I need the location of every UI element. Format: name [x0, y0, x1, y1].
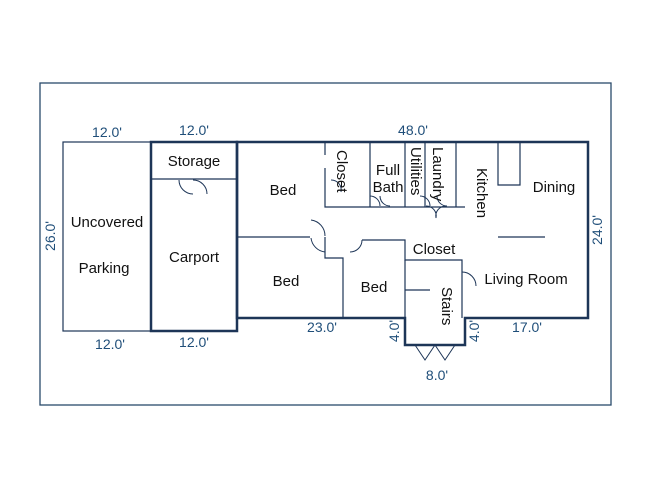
dim-bottom-left: 23.0'	[307, 319, 337, 335]
dim-carport-bottom: 12.0'	[179, 334, 209, 350]
storage-door-icon	[178, 179, 208, 195]
dim-parking-top: 12.0'	[92, 124, 122, 140]
room-label-closet-vertical: Closet	[333, 150, 350, 193]
living-door-icon	[461, 271, 477, 287]
plan-frame	[39, 82, 612, 406]
stairs-walls	[404, 260, 430, 318]
room-label-full: Full	[376, 162, 400, 179]
bedroom-walls	[237, 236, 344, 318]
dim-house-top: 48.0'	[398, 122, 428, 138]
room-label-stairs: Stairs	[438, 287, 455, 325]
dim-stair-right: 4.0'	[466, 320, 482, 342]
dim-stair-bottom: 8.0'	[426, 367, 448, 383]
dim-bottom-right: 17.0'	[512, 319, 542, 335]
room-label-carport: Carport	[169, 249, 220, 266]
room-label-bed-mid: Bed	[361, 279, 388, 296]
room-label-kitchen: Kitchen	[473, 168, 490, 218]
carport-outline	[149, 140, 239, 333]
uncovered-parking-outline	[62, 141, 152, 332]
room-label-uncovered: Uncovered	[71, 214, 144, 231]
entry-door-icon	[414, 344, 456, 361]
room-label-living-room: Living Room	[484, 271, 567, 288]
dim-parking-left: 26.0'	[42, 221, 58, 251]
house-outline	[235, 140, 590, 347]
bed-door-icon	[349, 239, 363, 253]
kitchen-counter	[497, 142, 521, 186]
room-label-parking: Parking	[79, 260, 130, 277]
room-label-utilities: Utilities	[407, 147, 424, 195]
closet-door-icon	[330, 179, 342, 193]
bedroom-door-icon	[310, 219, 326, 253]
room-label-storage: Storage	[168, 153, 221, 170]
closet-bath-wall	[324, 142, 465, 208]
hall-door-icon	[425, 205, 447, 219]
dim-carport-top: 12.0'	[179, 122, 209, 138]
room-label-bath: Bath	[373, 179, 404, 196]
laundry-door-icon	[419, 195, 448, 207]
dim-house-right: 24.0'	[589, 215, 605, 245]
room-label-closet-horizontal: Closet	[413, 241, 456, 258]
dim-parking-bottom: 12.0'	[95, 336, 125, 352]
room-label-laundry: Laundry	[429, 147, 446, 202]
dim-stair-left: 4.0'	[386, 320, 402, 342]
room-label-bed-top: Bed	[270, 182, 297, 199]
room-label-bed-left: Bed	[273, 273, 300, 290]
bath-door-icon	[369, 195, 391, 207]
room-label-dining: Dining	[533, 179, 576, 196]
